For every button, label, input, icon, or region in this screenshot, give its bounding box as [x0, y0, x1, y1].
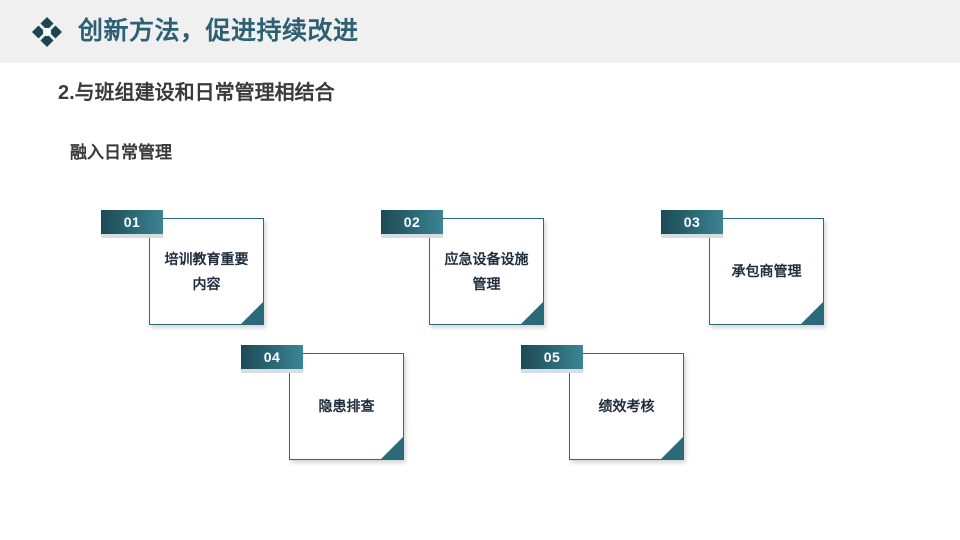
card-01[interactable]: 01 培训教育重要 内容: [101, 210, 273, 330]
folded-corner-icon: [521, 302, 543, 324]
folded-corner-icon: [381, 437, 403, 459]
card-box[interactable]: 培训教育重要 内容: [149, 218, 264, 325]
card-03[interactable]: 03 承包商管理: [661, 210, 833, 330]
page-title: 创新方法，促进持续改进: [78, 17, 359, 45]
card-box[interactable]: 应急设备设施 管理: [429, 218, 544, 325]
folded-corner-icon: [661, 437, 683, 459]
card-label: 隐患排查: [318, 398, 375, 415]
header-content: 创新方法，促进持续改进: [30, 0, 359, 63]
header-band: 创新方法，促进持续改进: [0, 0, 960, 63]
card-label: 应急设备设施 管理: [444, 251, 529, 292]
card-number-label: 04: [263, 349, 281, 365]
card-box[interactable]: 绩效考核: [569, 353, 684, 460]
folded-corner-icon: [801, 302, 823, 324]
card-04[interactable]: 04 隐患排查: [241, 345, 413, 465]
card-number-badge: 03: [661, 210, 723, 234]
card-number-label: 01: [123, 214, 141, 230]
card-label: 绩效考核: [598, 398, 655, 415]
card-badge-underline: [381, 234, 443, 238]
card-badge-underline: [241, 369, 303, 373]
card-label: 承包商管理: [731, 263, 802, 280]
sub-heading: 融入日常管理: [70, 143, 172, 162]
card-number-badge: 01: [101, 210, 163, 234]
card-number-label: 05: [543, 349, 561, 365]
card-number-badge: 04: [241, 345, 303, 369]
card-box[interactable]: 承包商管理: [709, 218, 824, 325]
card-number-label: 03: [683, 214, 701, 230]
card-label: 培训教育重要 内容: [164, 251, 249, 292]
card-number-label: 02: [403, 214, 421, 230]
card-badge-underline: [521, 369, 583, 373]
card-badge-underline: [101, 234, 163, 238]
card-02[interactable]: 02 应急设备设施 管理: [381, 210, 553, 330]
folded-corner-icon: [241, 302, 263, 324]
card-number-badge: 05: [521, 345, 583, 369]
card-05[interactable]: 05 绩效考核: [521, 345, 693, 465]
card-badge-underline: [661, 234, 723, 238]
section-heading: 2.与班组建设和日常管理相结合: [58, 82, 335, 104]
card-box[interactable]: 隐患排查: [289, 353, 404, 460]
diamond-flower-icon: [30, 15, 64, 49]
card-number-badge: 02: [381, 210, 443, 234]
